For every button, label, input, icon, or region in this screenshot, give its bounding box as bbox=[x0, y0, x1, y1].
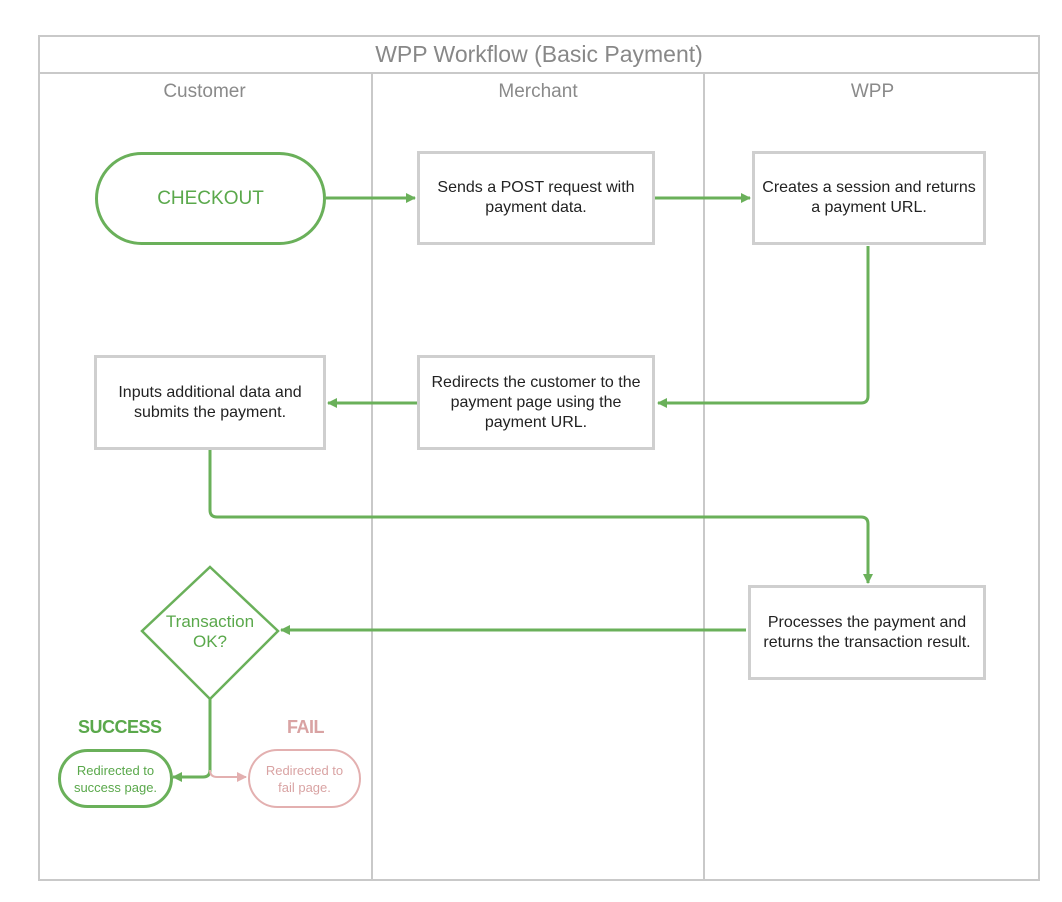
success-end-line1: Redirected to bbox=[76, 762, 155, 778]
fail-label: FAIL bbox=[287, 717, 325, 737]
success-end-line2: success page. bbox=[73, 779, 158, 795]
checkout-label: CHECKOUT bbox=[157, 187, 264, 209]
lane-title-wpp: WPP bbox=[850, 81, 895, 102]
wpp-process-box: Processes the payment and returns the tr… bbox=[748, 585, 986, 680]
diagram-title: WPP Workflow (Basic Payment) bbox=[375, 41, 703, 67]
fail-end-line1: Redirected to bbox=[265, 762, 344, 778]
merchant-post-text: Sends a POST request with payment data. bbox=[437, 179, 635, 216]
customer-input-box: Inputs additional data and submits the p… bbox=[94, 355, 326, 450]
lane-title-merchant: Merchant bbox=[498, 81, 578, 102]
lane-divider-2 bbox=[703, 73, 705, 881]
fail-end: Redirected to fail page. bbox=[248, 749, 361, 808]
fail-end-line2: fail page. bbox=[278, 779, 331, 795]
lane-divider-1 bbox=[371, 73, 373, 881]
wpp-process-text: Processes the payment and returns the tr… bbox=[763, 613, 971, 651]
checkout-start: CHECKOUT bbox=[95, 152, 326, 245]
merchant-post-box: Sends a POST request with payment data. bbox=[417, 151, 655, 245]
wpp-session-box: Creates a session and returns a payment … bbox=[752, 151, 986, 245]
customer-input-text: Inputs additional data and submits the p… bbox=[118, 383, 302, 421]
arrow-input-to-process bbox=[208, 450, 873, 584]
decision-label-line2: OK? bbox=[192, 632, 228, 651]
success-label: SUCCESS bbox=[78, 717, 162, 737]
arrow-session-to-redirect bbox=[657, 246, 870, 408]
diagram-frame bbox=[38, 35, 1040, 881]
arrow-to-success bbox=[172, 699, 212, 782]
title-divider bbox=[38, 72, 1040, 74]
arrow-to-fail bbox=[209, 769, 247, 782]
wpp-session-text: Creates a session and returns a payment … bbox=[762, 179, 976, 216]
decision-label: Transaction OK? bbox=[146, 612, 274, 652]
merchant-redirect-box: Redirects the customer to the payment pa… bbox=[417, 355, 655, 450]
decision-label-line1: Transaction bbox=[165, 612, 255, 631]
merchant-redirect-text: Redirects the customer to the payment pa… bbox=[431, 373, 641, 431]
lane-title-customer: Customer bbox=[163, 81, 246, 102]
success-end: Redirected to success page. bbox=[58, 749, 173, 808]
